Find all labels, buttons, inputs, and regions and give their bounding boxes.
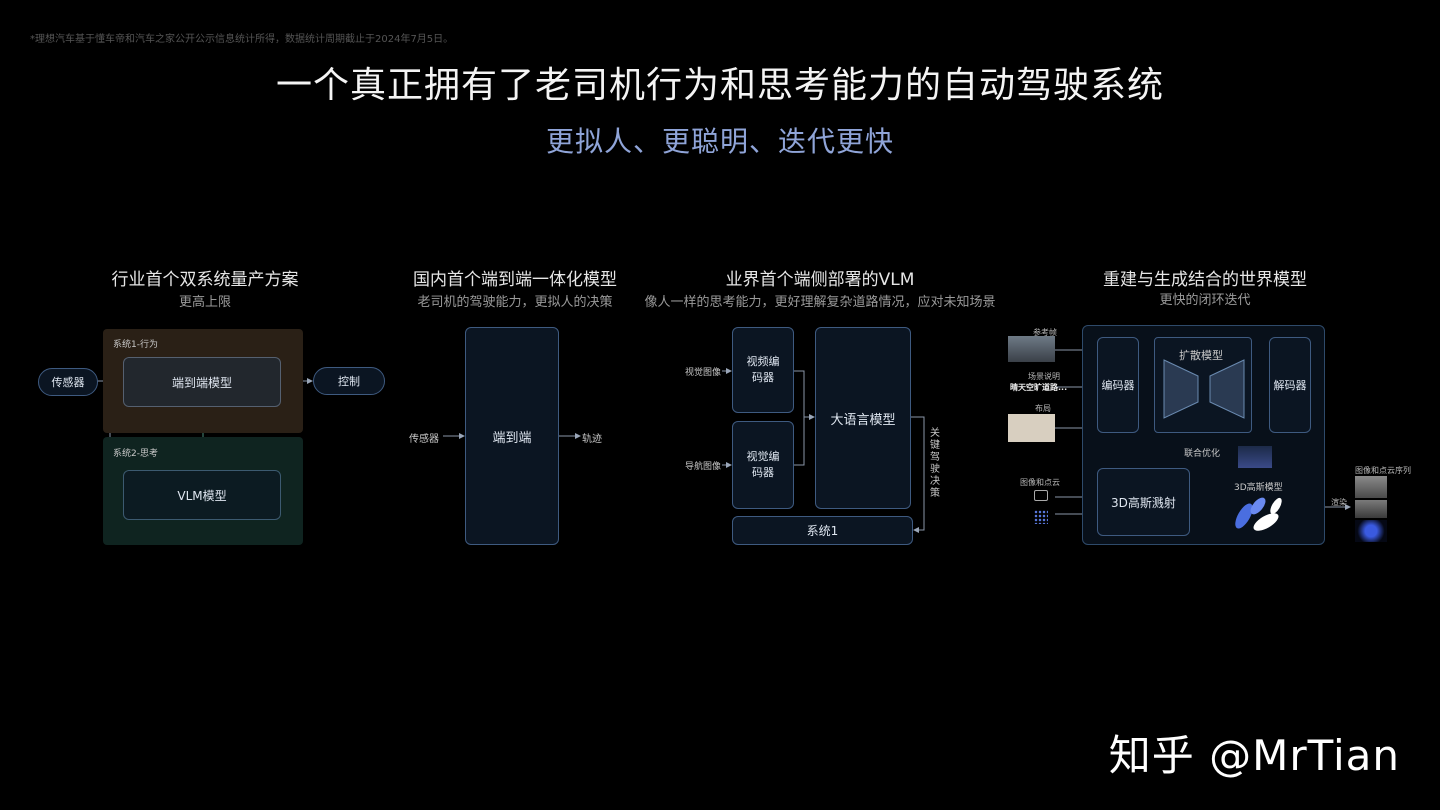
system1-box: 系统1 [732, 516, 913, 545]
joint-opt-label: 联合优化 [1184, 449, 1221, 459]
col1-subtitle: 更高上限 [178, 295, 231, 310]
control-pill: 控制 [313, 367, 385, 395]
output-thumb-2 [1355, 500, 1387, 518]
video-encoder-label: 视频编码器 [746, 355, 780, 384]
reference-frame-label: 参考帧 [1033, 328, 1057, 337]
page-title: 一个真正拥有了老司机行为和思考能力的自动驾驶系统 [275, 65, 1164, 106]
e2e-label: 端到端 [492, 430, 532, 446]
decoder-box: 解码器 [1269, 337, 1311, 433]
layout-thumb [1008, 414, 1055, 442]
reference-frame-thumb [1008, 336, 1055, 362]
system1-label: 系统1-行为 [113, 340, 158, 350]
output-thumb-1 [1355, 476, 1387, 498]
diffusion-label: 扩散模型 [1179, 349, 1223, 362]
video-encoder-box: 视频编码器 [732, 327, 794, 413]
gaussian-ellipses-icon [1235, 497, 1282, 531]
system1-label-c3: 系统1 [806, 524, 839, 538]
gaussian-model-label: 3D高斯模型 [1234, 483, 1283, 493]
col3-subtitle: 像人一样的思考能力，更好理解复杂道路情况，应对未知场景 [644, 295, 996, 310]
layout-label: 布局 [1035, 404, 1051, 413]
image-icon [1034, 490, 1048, 501]
page-subtitle: 更拟人、更聪明、迭代更快 [545, 125, 894, 158]
sensor-pill: 传感器 [38, 368, 98, 396]
render-label: 渲染 [1331, 498, 1347, 507]
trajectory-label: 轨迹 [582, 434, 602, 445]
e2e-box: 端到端 [465, 327, 559, 545]
scene-desc-label: 场景说明 [1028, 372, 1060, 381]
visual-encoder-box: 视觉编码器 [732, 421, 794, 509]
watermark: 知乎 @MrTian [1108, 731, 1400, 780]
key-decision-label: 关键驾驶决策 [930, 428, 940, 499]
nav-image-label: 导航图像 [685, 462, 722, 472]
output-seq-label: 图像和点云序列 [1355, 466, 1411, 475]
col1-title: 行业首个双系统量产方案 [111, 270, 299, 290]
footnote: *理想汽车基于懂车帝和汽车之家公开公示信息统计所得，数据统计周期截止于2024年… [30, 34, 454, 45]
encoder-box: 编码器 [1097, 337, 1139, 433]
image-pointcloud-label: 图像和点云 [1020, 478, 1060, 487]
system2-label: 系统2-思考 [113, 449, 158, 459]
gaussian-splat-box: 3D高斯溅射 [1097, 468, 1190, 536]
e2e-model-box: 端到端模型 [123, 357, 281, 407]
control-label: 控制 [338, 375, 360, 388]
col2-subtitle: 老司机的驾驶能力，更拟人的决策 [417, 295, 613, 310]
encoder-label: 编码器 [1101, 379, 1135, 392]
joint-opt-thumb [1238, 446, 1272, 468]
scene-text: 晴天空旷道路... [1010, 383, 1068, 392]
diffusion-unet-icon [1163, 359, 1245, 419]
col2-title: 国内首个端到端一体化模型 [413, 270, 617, 290]
col4-subtitle: 更快的闭环迭代 [1159, 293, 1251, 308]
visual-encoder-label: 视觉编码器 [746, 450, 780, 479]
col2-sensor-label: 传感器 [409, 434, 439, 445]
output-thumb-3 [1355, 520, 1387, 542]
e2e-model-label: 端到端模型 [171, 375, 232, 390]
vlm-model-label: VLM模型 [177, 488, 227, 503]
col4-title: 重建与生成结合的世界模型 [1103, 270, 1307, 290]
llm-label: 大语言模型 [830, 412, 896, 428]
gaussian-splat-label: 3D高斯溅射 [1111, 495, 1176, 510]
pointcloud-icon [1034, 510, 1048, 524]
visual-image-label: 视觉图像 [685, 368, 722, 378]
col3-title: 业界首个端侧部署的VLM [725, 270, 915, 290]
decoder-label: 解码器 [1273, 379, 1307, 392]
sensor-label: 传感器 [51, 376, 85, 389]
llm-box: 大语言模型 [815, 327, 911, 509]
vlm-model-box: VLM模型 [123, 470, 281, 520]
